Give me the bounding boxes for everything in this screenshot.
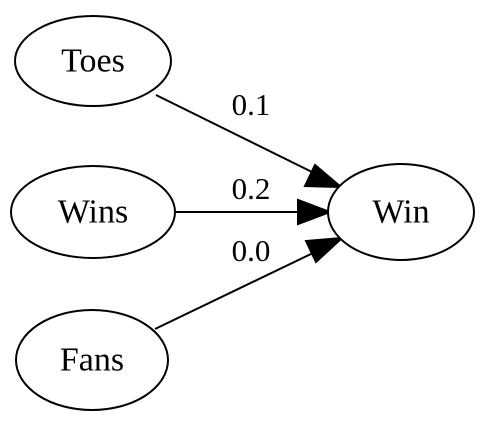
arrowhead-toes-win [303,163,344,189]
node-fans-ellipse [15,309,169,411]
node-toes-ellipse [14,15,172,107]
node-win-ellipse [327,163,475,261]
arrowhead-wins-win [297,198,333,226]
edge-toes-to-win: 0.1 [155,87,344,189]
edge-line-fans-win [154,252,314,330]
node-win: Win [327,163,475,261]
node-win-label: Win [372,194,429,231]
edge-wins-to-win: 0.2 [176,171,333,226]
arrowhead-fans-win [304,236,345,264]
node-toes: Toes [14,15,172,107]
node-fans: Fans [15,309,169,411]
edge-label-fans-win: 0.0 [232,233,271,268]
edge-fans-to-win: 0.0 [154,233,345,330]
node-wins: Wins [10,165,176,259]
edge-label-wins-win: 0.2 [232,171,271,206]
edge-label-toes-win: 0.1 [232,87,271,122]
node-wins-label: Wins [58,194,128,231]
edge-line-toes-win [155,94,313,173]
node-wins-ellipse [10,165,176,259]
node-toes-label: Toes [61,43,125,80]
node-fans-label: Fans [60,342,124,379]
